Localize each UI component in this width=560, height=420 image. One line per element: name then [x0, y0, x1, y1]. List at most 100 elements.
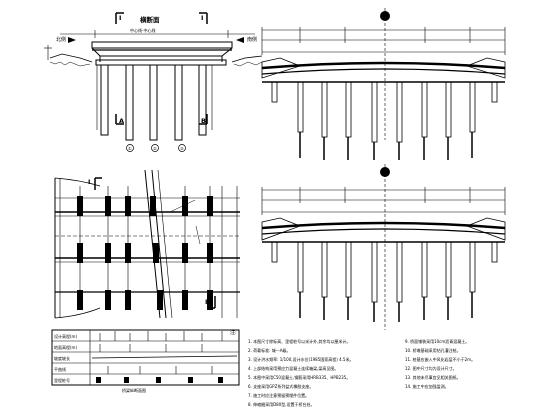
pier-column [421, 241, 428, 298]
pile-block [105, 243, 111, 263]
note-line: 11. 桩基应嵌入中风化岩层不小于2m。 [405, 356, 475, 362]
lower-piers [271, 241, 498, 303]
leader-line [169, 199, 196, 213]
pier-column [321, 241, 328, 298]
dimension-ticks [261, 27, 506, 55]
ground-line [49, 53, 263, 63]
pier-column [445, 241, 452, 298]
notes-heading: 注: [230, 329, 237, 336]
note-line: 10. 桥墩基础采用钻孔灌注桩。 [405, 347, 461, 353]
pier-column [271, 81, 278, 103]
pier-label: ③ [180, 146, 184, 151]
note-line: 2. 荷载标准: 城—A级。 [248, 347, 290, 353]
girder-soffit [261, 68, 506, 75]
pier-column [371, 81, 378, 143]
chainage-mark [96, 377, 101, 383]
pile-block [207, 243, 213, 263]
chainage-mark [124, 377, 129, 383]
note-line: 13. 其他未尽事宜见相关图纸。 [405, 374, 461, 380]
pile-block [125, 243, 131, 263]
cross-section: 横断面 I I 中心线-中心线 北侧 南侧 [44, 12, 263, 152]
note-line: 12. 图中尺寸均为设计尺寸。 [405, 365, 457, 371]
ground-hatch [49, 61, 263, 67]
pier-column [345, 81, 352, 138]
pile-block [207, 196, 213, 216]
deck-note: 中心线-中心线 [130, 27, 155, 33]
pile-block [182, 243, 188, 263]
pier-column [125, 64, 134, 141]
girder-profile [261, 61, 506, 70]
pile-block [150, 196, 156, 216]
profile-table: 设计高程(m) 地面高程(m) 坡度坡长 平曲线 里程桩号 [51, 329, 240, 393]
dimension-ticks [261, 187, 506, 215]
pile-block [207, 290, 213, 310]
plan-marker-left: I [88, 178, 90, 186]
table-row-label: 里程桩号 [54, 377, 70, 383]
section-title: 横断面 [140, 15, 160, 24]
plan-view: I II [54, 169, 240, 319]
pier-column [469, 241, 476, 293]
note-line: 9. 桥面铺装采用10cm沥青混凝土。 [405, 338, 469, 344]
pier-number-circle [126, 144, 134, 152]
pier-label: ① [128, 146, 132, 151]
pile-block [125, 290, 131, 310]
pile-block [125, 196, 131, 216]
pier-column [271, 241, 278, 263]
upper-pile-tips [299, 132, 473, 160]
upper-piers [271, 81, 498, 143]
girder-profile [261, 221, 506, 230]
abutment-right [465, 217, 506, 241]
alignment-line [157, 169, 173, 319]
leader-line [195, 225, 201, 245]
elevation-lower [261, 164, 506, 330]
note-line: 6. 支座采用GPZ系列盆式橡胶支座。 [248, 383, 313, 389]
pier-column [396, 81, 403, 143]
grade-line [91, 355, 238, 359]
pier-column [149, 64, 158, 141]
elevation-marker: B [201, 117, 206, 125]
note-line: 4. 上部结构采用预应力混凝土连续箱梁,梁高见图。 [248, 365, 338, 371]
bank-line [54, 307, 101, 319]
pile-block [77, 196, 83, 216]
arrow-icon [236, 37, 244, 43]
section-marker-right: I [201, 14, 203, 22]
table-row-label: 坡度坡长 [54, 355, 70, 361]
section-marker-left: I [119, 14, 121, 22]
chainage-mark [218, 377, 223, 383]
bank-line [54, 177, 101, 187]
note-line: 7. 施工时应注意预留预埋件位置。 [248, 392, 309, 398]
table-row-label: 平曲线 [54, 366, 66, 372]
pier-column [297, 241, 304, 293]
pile-block [77, 290, 83, 310]
pile-block [153, 243, 159, 263]
pile-block [105, 196, 111, 216]
pier-column [469, 81, 476, 133]
table-value-ticks [99, 331, 223, 374]
pile-block [182, 196, 188, 216]
pier-column [491, 241, 498, 263]
pier-column [100, 64, 109, 136]
pier-column [396, 241, 403, 303]
cap-beam [95, 59, 227, 66]
note-line: 3. 设计洪水频率: 1/100,设计水位(1985国家高程) 4.5米。 [248, 356, 353, 362]
pile-block [77, 243, 83, 263]
arrow-icon [68, 37, 76, 43]
pier-column [321, 81, 328, 138]
pier-column [421, 81, 428, 138]
pier-column [491, 81, 498, 103]
pier-number-circle [151, 144, 159, 152]
pier-label: ② [153, 146, 157, 151]
box-girder [91, 47, 233, 57]
chainage-mark [156, 377, 161, 383]
pile-block [182, 290, 188, 310]
deck-slab [91, 41, 233, 49]
table-row-label: 地面高程(m) [54, 344, 77, 350]
pier-column [371, 241, 378, 303]
pier-column [345, 241, 352, 298]
table-frame [51, 329, 240, 386]
side-label-left: 北侧 [56, 36, 66, 43]
pier-column [198, 64, 207, 136]
girder-soffit [261, 228, 506, 235]
elevation-upper [261, 8, 506, 160]
